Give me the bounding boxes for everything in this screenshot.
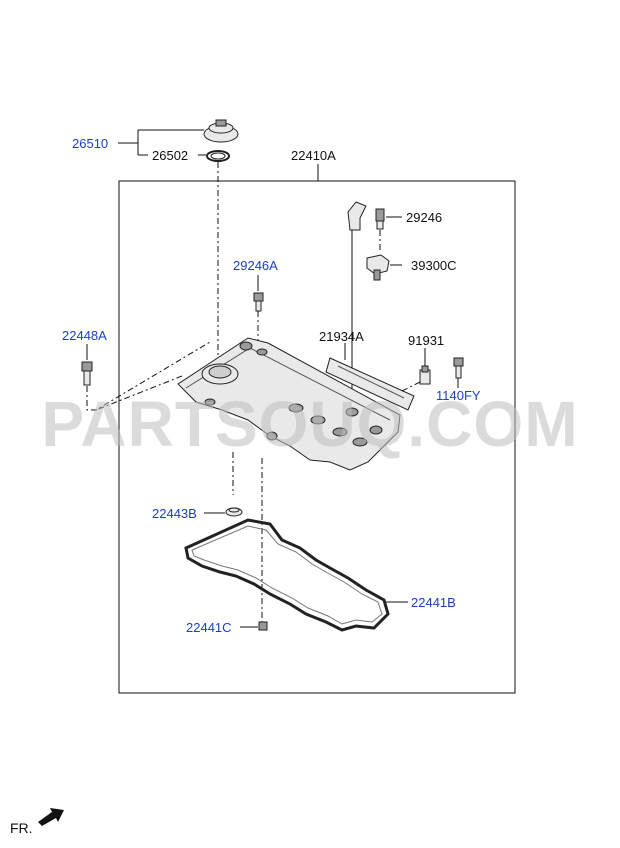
assembly-frame [118,180,516,694]
camshaft-position-sensor [366,254,390,281]
label-29246a[interactable]: 29246A [233,258,278,273]
leader-26510 [118,129,204,156]
baffle-plate-21934a [325,357,415,411]
gasket-plug-22441c [258,621,268,631]
label-22410a[interactable]: 22410A [291,148,336,163]
rocker-cover [177,337,401,471]
label-22441c[interactable]: 22441C [186,620,232,635]
label-22448a[interactable]: 22448A [62,328,107,343]
label-22443b[interactable]: 22443B [152,506,197,521]
label-26502[interactable]: 26502 [152,148,188,163]
pcv-fitting-29246a [253,292,264,312]
filler-cap-gasket [206,150,230,162]
front-direction-arrow-icon [38,808,64,826]
label-91931[interactable]: 91931 [408,333,444,348]
label-26510[interactable]: 26510 [72,136,108,151]
label-39300c[interactable]: 39300C [411,258,457,273]
label-1140fy[interactable]: 1140FY [436,388,481,403]
bolt-22448a-projection [86,341,211,411]
oil-filler-cap [203,119,239,143]
left-cover-projection [95,375,183,411]
watermark: PARTSOUQ.COM [41,388,578,460]
label-29246[interactable]: 29246 [406,210,442,225]
cover-bolt-22448a [81,361,93,386]
clip-bolt-1140fy [453,357,464,379]
harness-clip-91931 [419,365,431,385]
grommet-22443b [225,507,243,517]
label-22441b[interactable]: 22441B [411,595,456,610]
rocker-cover-gasket [184,518,390,632]
label-21934a[interactable]: 21934A [319,329,364,344]
front-direction-label: FR. [10,820,33,836]
pcv-valve-29246 [375,208,385,230]
clip-projection [399,381,421,393]
